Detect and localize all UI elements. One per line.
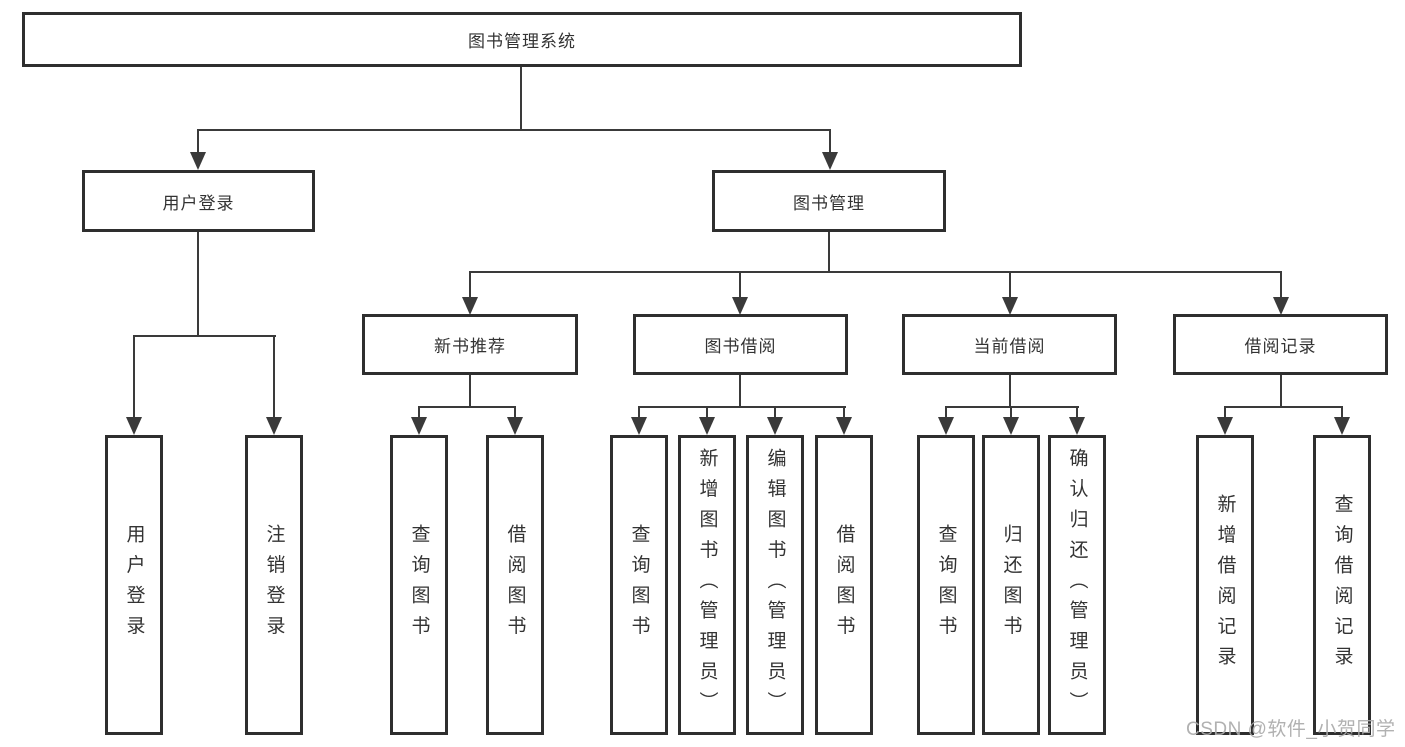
connector-line <box>1076 406 1078 420</box>
connector-line <box>774 406 776 420</box>
connector-line <box>638 406 846 408</box>
node-current-borrow: 当前借阅 <box>902 314 1117 375</box>
arrow-down-icon <box>462 297 478 315</box>
connector-line <box>1224 406 1343 408</box>
node-book-borrow: 图书借阅 <box>633 314 848 375</box>
connector-line <box>1009 375 1011 408</box>
connector-line <box>945 406 1079 408</box>
leaf-query-books-borrow: 查询图书 <box>610 435 668 735</box>
arrow-down-icon <box>1002 297 1018 315</box>
connector-line <box>1280 375 1282 408</box>
connector-line <box>418 406 420 420</box>
connector-line <box>197 232 199 337</box>
arrow-down-icon <box>836 417 852 435</box>
connector-line <box>514 406 516 420</box>
connector-line <box>1224 406 1226 420</box>
leaf-logout: 注销登录 <box>245 435 303 735</box>
arrow-down-icon <box>1334 417 1350 435</box>
connector-line <box>520 67 522 130</box>
leaf-return-books: 归还图书 <box>982 435 1040 735</box>
leaf-confirm-return-admin: 确认归还（管理员） <box>1048 435 1106 735</box>
arrow-down-icon <box>411 417 427 435</box>
arrow-down-icon <box>699 417 715 435</box>
leaf-query-books-recommend: 查询图书 <box>390 435 448 735</box>
connector-line <box>1280 271 1282 299</box>
node-new-book-recommend: 新书推荐 <box>362 314 578 375</box>
connector-line <box>469 375 471 408</box>
arrow-down-icon <box>631 417 647 435</box>
csdn-watermark: CSDN @软件_小贺同学 <box>1186 719 1396 740</box>
connector-line <box>638 406 640 420</box>
node-book-management: 图书管理 <box>712 170 946 232</box>
connector-line <box>469 271 1282 273</box>
connector-line <box>1341 406 1343 420</box>
node-borrow-records: 借阅记录 <box>1173 314 1388 375</box>
arrow-down-icon <box>126 417 142 435</box>
connector-line <box>133 335 276 337</box>
arrow-down-icon <box>507 417 523 435</box>
arrow-down-icon <box>266 417 282 435</box>
leaf-borrow-books-recommend: 借阅图书 <box>486 435 544 735</box>
connector-line <box>739 375 741 408</box>
connector-line <box>418 406 516 408</box>
arrow-down-icon <box>1217 417 1233 435</box>
leaf-query-books-current: 查询图书 <box>917 435 975 735</box>
connector-line <box>1010 406 1012 420</box>
connector-line <box>469 271 471 299</box>
node-user-login: 用户登录 <box>82 170 315 232</box>
arrow-down-icon <box>1069 417 1085 435</box>
leaf-add-borrow-record: 新增借阅记录 <box>1196 435 1254 735</box>
arrow-down-icon <box>938 417 954 435</box>
leaf-add-books-admin: 新增图书（管理员） <box>678 435 736 735</box>
arrow-down-icon <box>822 152 838 170</box>
arrow-down-icon <box>767 417 783 435</box>
connector-line <box>828 232 830 273</box>
connector-line <box>197 129 831 131</box>
connector-line <box>133 335 135 419</box>
connector-line <box>273 335 275 419</box>
arrow-down-icon <box>1273 297 1289 315</box>
connector-line <box>843 406 845 420</box>
leaf-user-login: 用户登录 <box>105 435 163 735</box>
connector-line <box>197 129 199 155</box>
arrow-down-icon <box>732 297 748 315</box>
arrow-down-icon <box>1003 417 1019 435</box>
node-library-management-system: 图书管理系统 <box>22 12 1022 67</box>
connector-line <box>945 406 947 420</box>
arrow-down-icon <box>190 152 206 170</box>
leaf-query-borrow-record: 查询借阅记录 <box>1313 435 1371 735</box>
connector-line <box>829 129 831 155</box>
connector-line <box>706 406 708 420</box>
connector-line <box>1009 271 1011 299</box>
connector-line <box>739 271 741 299</box>
leaf-edit-books-admin: 编辑图书（管理员） <box>746 435 804 735</box>
leaf-borrow-books: 借阅图书 <box>815 435 873 735</box>
